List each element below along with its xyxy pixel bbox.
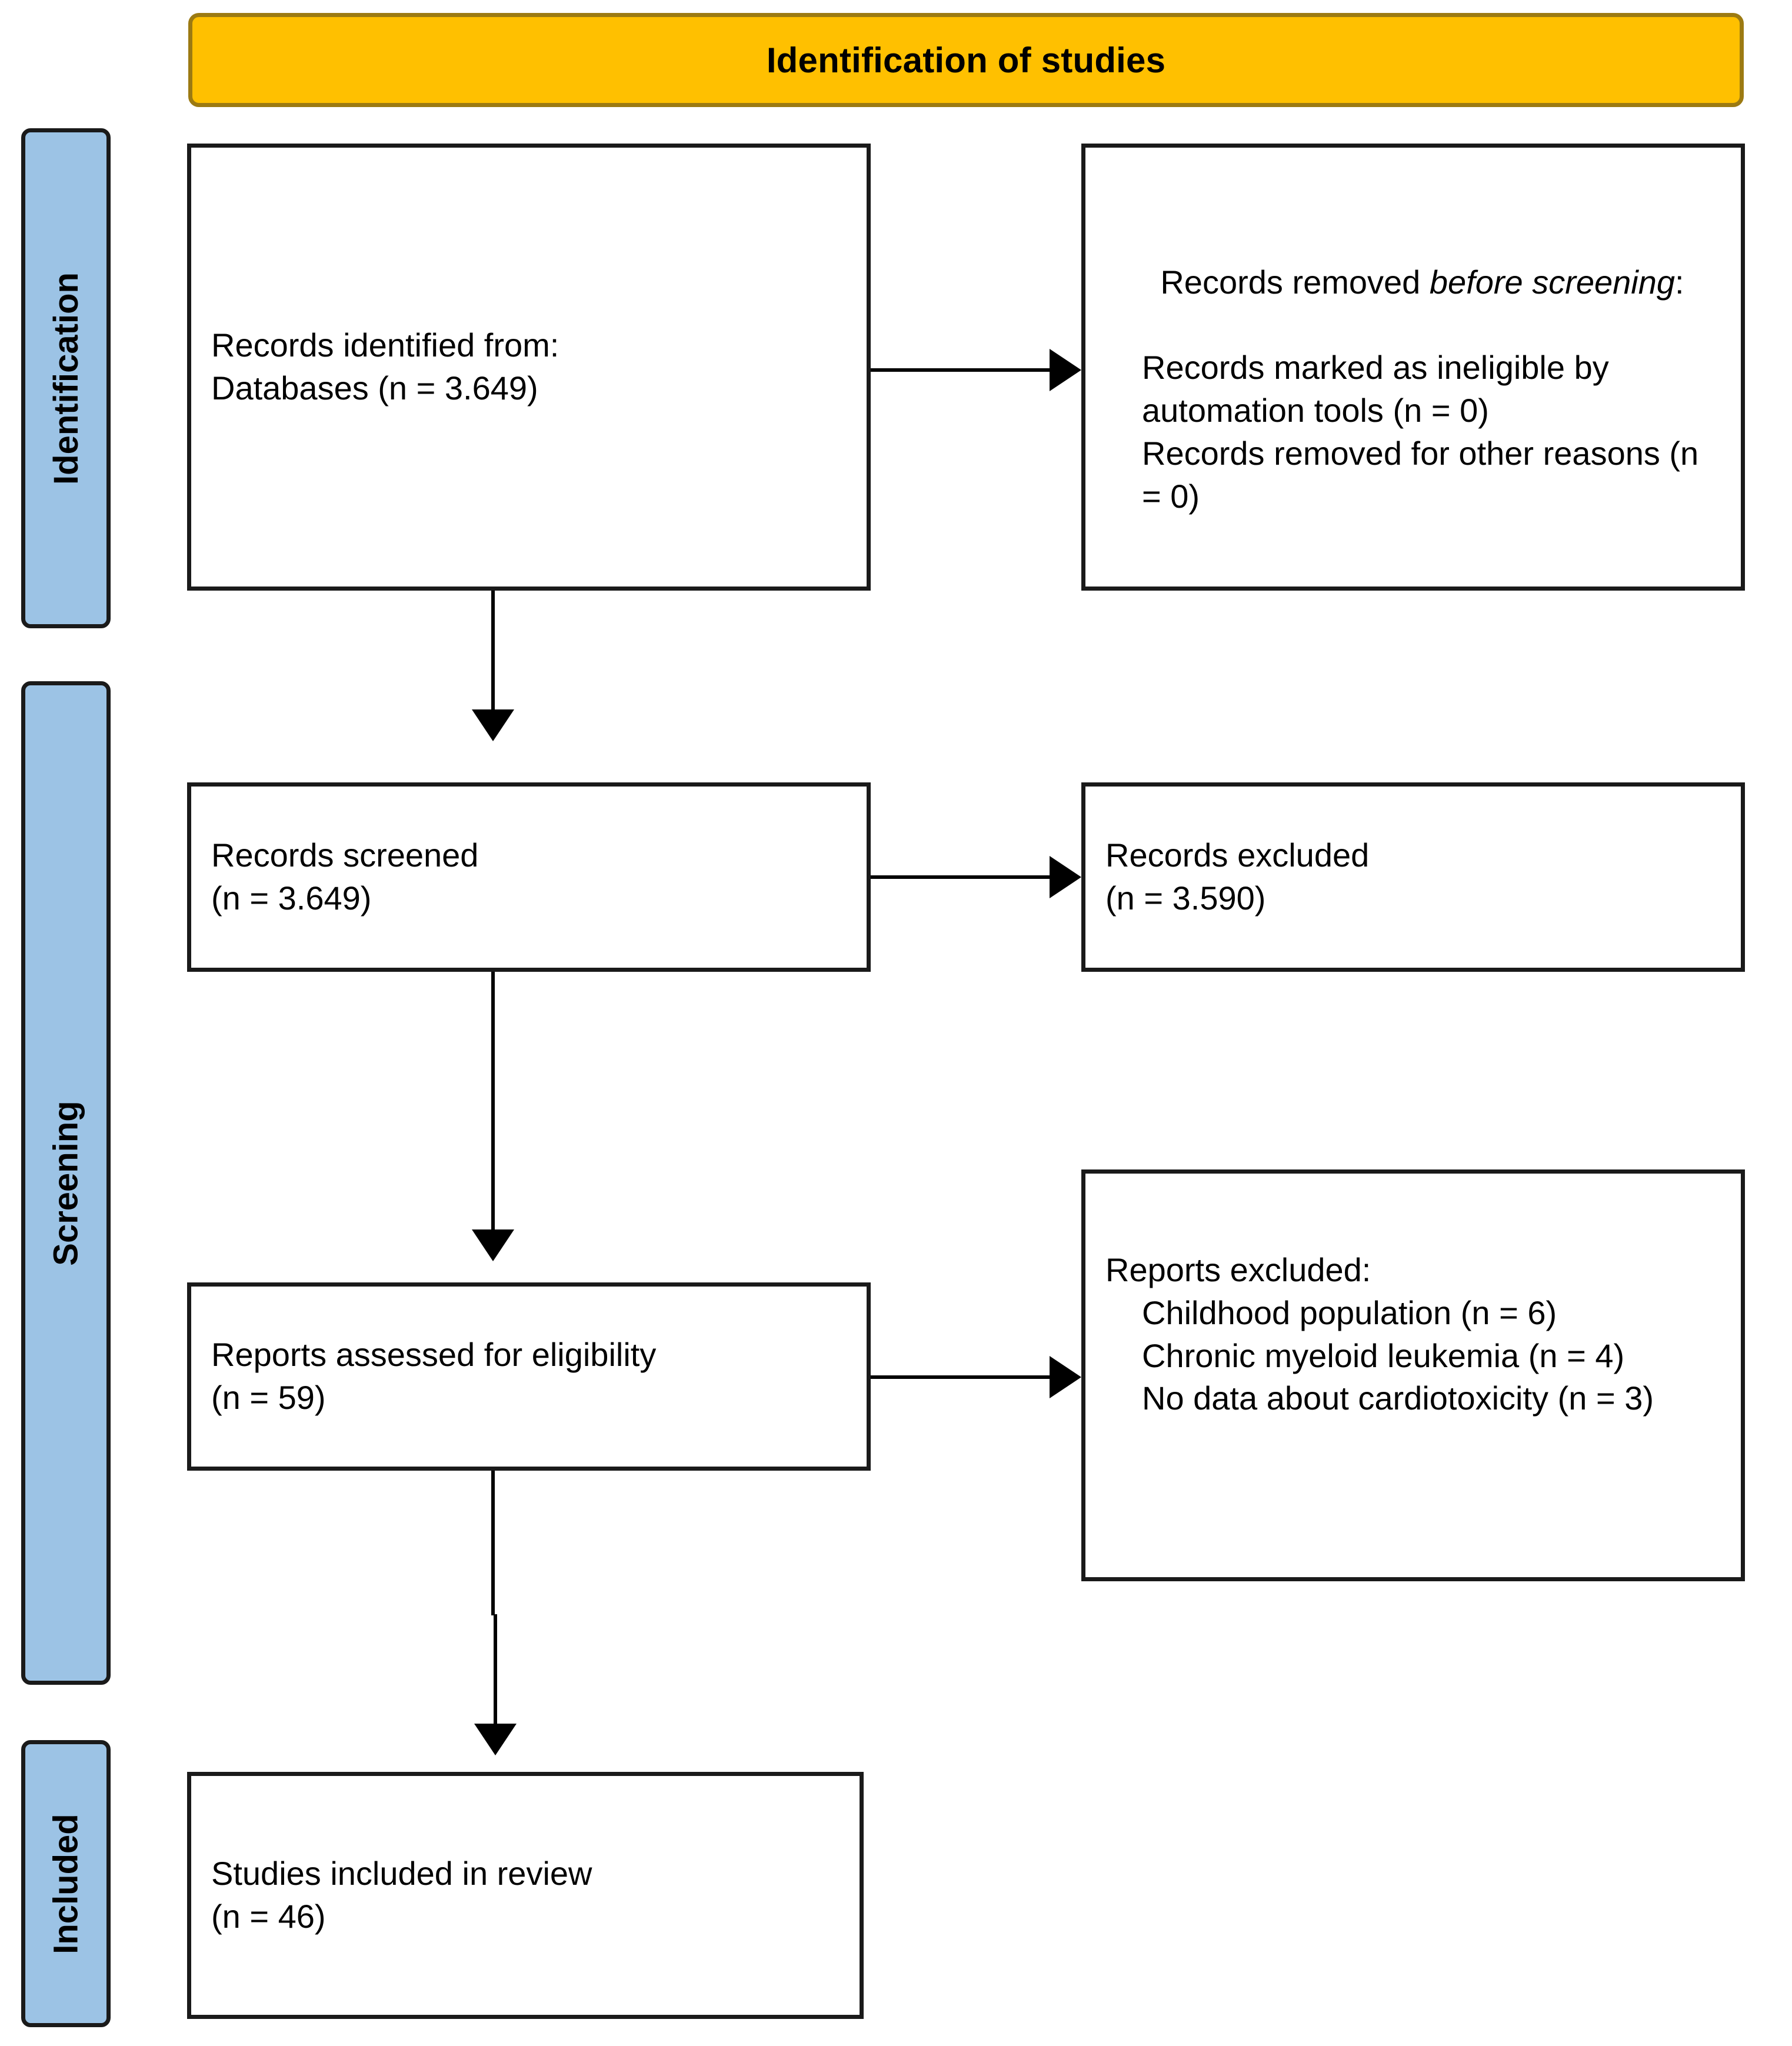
records-identified-line-2: Databases (n = 3.649) [211, 369, 538, 406]
records-identified-line-1: Records identified from: [211, 326, 559, 364]
stage-label-screening: Screening [46, 1100, 85, 1266]
studies-included-line-2: (n = 46) [211, 1898, 326, 1935]
records-screened-line-1: Records screened [211, 837, 479, 874]
banner-title: Identification of studies [766, 40, 1166, 80]
records-removed-item-1: Records marked as ineligible by automati… [1142, 349, 1618, 429]
box-reports-excluded: Reports excluded: Childhood population (… [1081, 1169, 1745, 1581]
banner-identification-of-studies: Identification of studies [188, 13, 1744, 107]
records-removed-heading-before: Records removed [1160, 263, 1430, 301]
box-reports-assessed: Reports assessed for eligibility (n = 59… [187, 1282, 871, 1471]
records-excluded-line-1: Records excluded [1105, 837, 1370, 874]
stage-rail-identification: Identification [21, 128, 111, 628]
reports-excluded-heading: Reports excluded: [1105, 1251, 1371, 1288]
reports-excluded-item-3: No data about cardiotoxicity (n = 3) [1142, 1379, 1654, 1417]
connector-screened-to-assessed-arrowhead [472, 1229, 514, 1261]
connector-screened-to-assessed-line [491, 972, 495, 1232]
box-records-identified: Records identified from: Databases (n = … [187, 144, 871, 591]
connector-identified-to-removed-line [871, 368, 1051, 372]
records-removed-heading-after: : [1675, 263, 1684, 301]
records-excluded-line-2: (n = 3.590) [1105, 879, 1266, 917]
connector-assessed-to-included-line-upper [491, 1471, 495, 1615]
records-screened-line-2: (n = 3.649) [211, 879, 372, 917]
box-studies-included: Studies included in review (n = 46) [187, 1772, 864, 2019]
box-records-excluded: Records excluded (n = 3.590) [1081, 782, 1745, 972]
reports-assessed-line-1: Reports assessed for eligibility [211, 1336, 657, 1374]
stage-rail-included: Included [21, 1740, 111, 2027]
box-records-screened: Records screened (n = 3.649) [187, 782, 871, 972]
reports-assessed-line-2: (n = 59) [211, 1379, 326, 1416]
studies-included-line-1: Studies included in review [211, 1855, 592, 1892]
connector-screened-to-excluded-arrowhead [1050, 856, 1081, 898]
connector-assessed-to-excluded-line [871, 1375, 1051, 1379]
connector-identified-to-screened-arrowhead [472, 709, 514, 741]
reports-excluded-item-1: Childhood population (n = 6) [1142, 1294, 1557, 1331]
reports-excluded-item-2: Chronic myeloid leukemia (n = 4) [1142, 1337, 1625, 1374]
stage-rail-screening: Screening [21, 681, 111, 1685]
stage-label-identification: Identification [46, 272, 85, 485]
records-removed-heading: Records removed before screening: [1105, 218, 1721, 346]
connector-assessed-to-included-line-lower [494, 1614, 497, 1726]
connector-assessed-to-included-arrowhead [474, 1724, 517, 1755]
stage-label-included: Included [46, 1813, 85, 1954]
connector-identified-to-screened-line [491, 591, 495, 712]
box-records-removed: Records removed before screening: Record… [1081, 144, 1745, 591]
records-removed-heading-italic: before screening [1429, 263, 1676, 301]
connector-assessed-to-excluded-arrowhead [1050, 1356, 1081, 1398]
connector-screened-to-excluded-line [871, 875, 1051, 879]
connector-identified-to-removed-arrowhead [1050, 349, 1081, 391]
records-removed-item-2: Records removed for other reasons (n = 0… [1142, 434, 1708, 515]
